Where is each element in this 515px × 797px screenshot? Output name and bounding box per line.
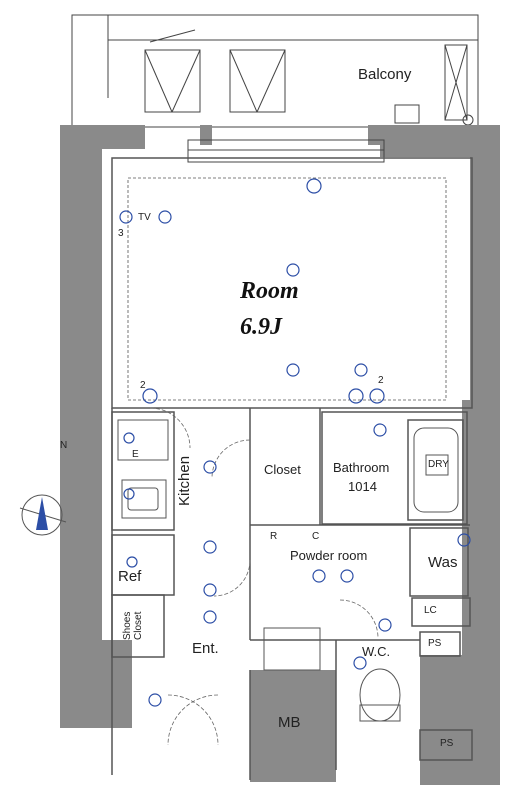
mark-e: E [132,449,139,460]
bathroom-code: 1014 [348,479,377,494]
room-label: Room [240,278,299,304]
entrance-label: Ent. [192,640,219,657]
door-swings [149,407,379,746]
outlet-count-3: 3 [118,228,124,239]
wc-label: W.C. [362,644,391,659]
washer-label: Was [428,554,458,571]
room-size: 6.9J [240,314,282,340]
electrical-symbols [119,178,471,707]
washbasin [263,627,321,671]
kitchen-fixtures [117,419,169,519]
outlet-count-2b: 2 [378,375,384,386]
toilet [359,668,401,722]
powder-room-label: Powder room [290,548,368,563]
interior-walls [111,157,473,780]
compass-n-label: N [60,440,68,451]
ps-bottom-label: PS [440,738,454,749]
tv-outlet-label: TV [138,212,151,223]
balcony-area [71,14,479,128]
ps-top-label: PS [428,638,442,649]
mark-c: C [312,531,320,542]
shoes-closet-label: Shoes Closet [122,611,144,640]
balcony-label: Balcony [358,66,412,83]
ref-label: Ref [118,568,142,585]
kitchen-label: Kitchen [176,455,193,506]
compass [19,494,67,536]
bathroom-label: Bathroom [333,460,390,475]
mb-label: MB [278,714,301,731]
dry-label: DRY [428,459,449,470]
bathtub [413,427,459,513]
exterior-walls [60,125,500,785]
window [187,139,385,163]
mark-r: R [270,531,278,542]
lc-label: LC [424,605,437,616]
outlet-count-2a: 2 [140,380,146,391]
closet-label: Closet [264,462,301,477]
